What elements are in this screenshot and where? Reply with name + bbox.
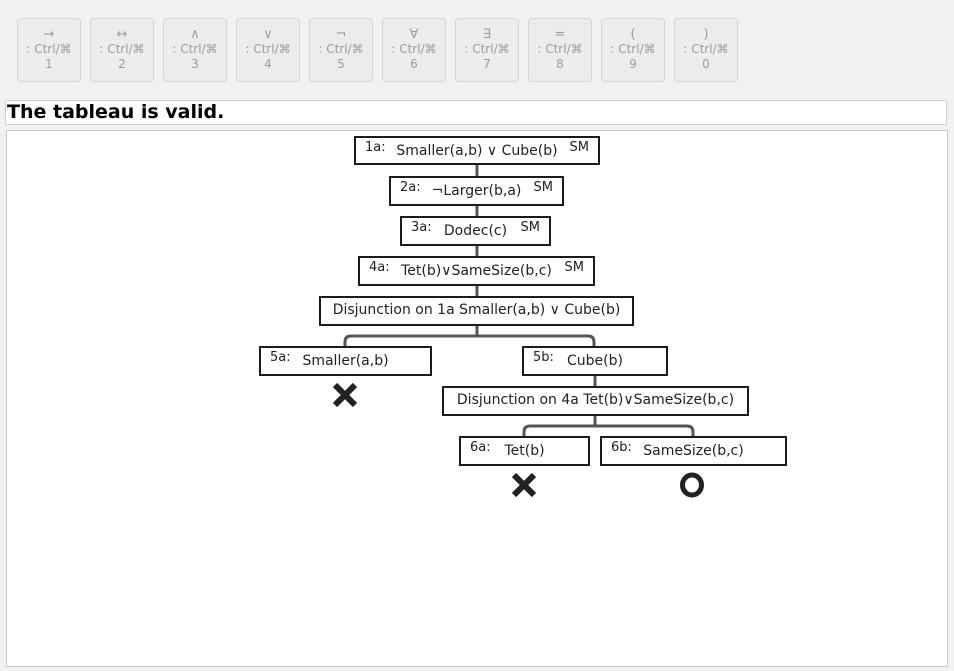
tableau-node-3a[interactable]: 3a: Dodec(c) SM	[400, 216, 551, 246]
shortcut-label: : Ctrl/⌘	[464, 42, 510, 56]
implies-glyph: →	[43, 27, 55, 42]
node-formula: Tet(b)∨SameSize(b,c)	[401, 263, 552, 279]
forall-glyph: ∀	[409, 27, 419, 42]
node-label: 3a:	[411, 220, 432, 235]
node-tag: SM	[533, 180, 553, 195]
shortcut-key: 1	[45, 57, 53, 71]
node-formula: Dodec(c)	[443, 223, 508, 239]
rule-text: Disjunction on 1a Smaller(a,b) ∨ Cube(b)	[332, 302, 621, 318]
node-formula: Tet(b)	[504, 443, 545, 459]
or-button[interactable]: ∨ : Ctrl/⌘ 4	[236, 18, 300, 82]
tableau-node-4a[interactable]: 4a: Tet(b)∨SameSize(b,c) SM	[358, 256, 595, 286]
node-label: 4a:	[369, 260, 390, 275]
shortcut-label: : Ctrl/⌘	[245, 42, 291, 56]
rule-text: Disjunction on 4a Tet(b)∨SameSize(b,c)	[456, 392, 735, 408]
shortcut-key: 0	[702, 57, 710, 71]
validity-status: The tableau is valid.	[5, 100, 947, 125]
left-paren-glyph: (	[630, 27, 636, 42]
shortcut-key: 9	[629, 57, 637, 71]
left-paren-button[interactable]: ( : Ctrl/⌘ 9	[601, 18, 665, 82]
implies-button[interactable]: → : Ctrl/⌘ 1	[17, 18, 81, 82]
not-button[interactable]: ¬ : Ctrl/⌘ 5	[309, 18, 373, 82]
node-tag: SM	[564, 260, 584, 275]
shortcut-key: 7	[483, 57, 491, 71]
tableau-node-1a[interactable]: 1a: Smaller(a,b) ∨ Cube(b) SM	[354, 136, 600, 165]
node-formula: Smaller(a,b) ∨ Cube(b)	[396, 143, 558, 159]
shortcut-key: 4	[264, 57, 272, 71]
shortcut-label: : Ctrl/⌘	[683, 42, 729, 56]
shortcut-key: 8	[556, 57, 564, 71]
disjunction-rule-node-1[interactable]: Disjunction on 1a Smaller(a,b) ∨ Cube(b)	[319, 296, 634, 326]
tableau-node-2a[interactable]: 2a: ¬Larger(b,a) SM	[389, 176, 564, 206]
node-tag: SM	[520, 220, 540, 235]
symbol-toolbar: → : Ctrl/⌘ 1 ↔ : Ctrl/⌘ 2 ∧ : Ctrl/⌘ 3 ∨…	[0, 0, 954, 96]
forall-button[interactable]: ∀ : Ctrl/⌘ 6	[382, 18, 446, 82]
node-label: 2a:	[400, 180, 421, 195]
tableau-node-6b[interactable]: 6b: SameSize(b,c)	[600, 436, 787, 466]
exists-glyph: ∃	[482, 27, 492, 42]
tableau-node-6a[interactable]: 6a: Tet(b)	[459, 436, 590, 466]
shortcut-label: : Ctrl/⌘	[26, 42, 72, 56]
shortcut-label: : Ctrl/⌘	[172, 42, 218, 56]
shortcut-label: : Ctrl/⌘	[610, 42, 656, 56]
node-label: 5a:	[270, 350, 291, 365]
and-glyph: ∧	[190, 27, 200, 42]
node-label: 1a:	[365, 140, 386, 155]
shortcut-key: 5	[337, 57, 345, 71]
exists-button[interactable]: ∃ : Ctrl/⌘ 7	[455, 18, 519, 82]
right-paren-glyph: )	[703, 27, 709, 42]
equals-glyph: =	[554, 27, 566, 42]
open-branch-circle-o-icon	[680, 472, 704, 498]
closed-branch-cross-icon	[511, 472, 537, 498]
node-formula: Smaller(a,b)	[302, 353, 389, 369]
node-tag: SM	[569, 140, 589, 155]
disjunction-rule-node-2[interactable]: Disjunction on 4a Tet(b)∨SameSize(b,c)	[442, 386, 749, 416]
shortcut-label: : Ctrl/⌘	[537, 42, 583, 56]
tableau-node-5b[interactable]: 5b: Cube(b)	[522, 346, 668, 376]
closed-branch-cross-icon	[332, 382, 358, 408]
node-label: 5b:	[533, 350, 554, 365]
node-formula: ¬Larger(b,a)	[431, 183, 522, 199]
or-glyph: ∨	[263, 27, 273, 42]
and-button[interactable]: ∧ : Ctrl/⌘ 3	[163, 18, 227, 82]
tableau-node-5a[interactable]: 5a: Smaller(a,b)	[259, 346, 432, 376]
equals-button[interactable]: = : Ctrl/⌘ 8	[528, 18, 592, 82]
shortcut-key: 6	[410, 57, 418, 71]
not-glyph: ¬	[335, 27, 347, 42]
node-formula: Cube(b)	[567, 353, 623, 369]
right-paren-button[interactable]: ) : Ctrl/⌘ 0	[674, 18, 738, 82]
node-formula: SameSize(b,c)	[643, 443, 744, 459]
shortcut-label: : Ctrl/⌘	[318, 42, 364, 56]
biconditional-button[interactable]: ↔ : Ctrl/⌘ 2	[90, 18, 154, 82]
shortcut-key: 2	[118, 57, 126, 71]
node-label: 6b:	[611, 440, 632, 455]
biconditional-glyph: ↔	[116, 27, 128, 42]
shortcut-key: 3	[191, 57, 199, 71]
node-label: 6a:	[470, 440, 491, 455]
shortcut-label: : Ctrl/⌘	[99, 42, 145, 56]
shortcut-label: : Ctrl/⌘	[391, 42, 437, 56]
